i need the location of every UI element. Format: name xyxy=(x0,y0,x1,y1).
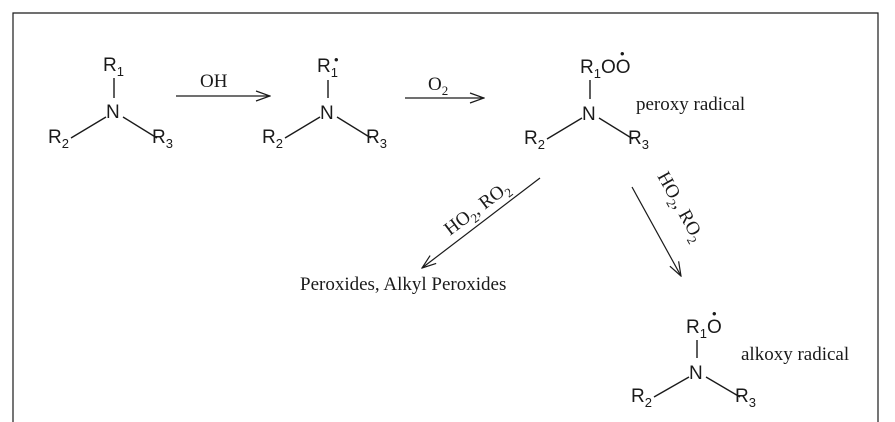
alkoxy-r3: R3 xyxy=(735,386,756,410)
peroxy-molecule: R1OO • N R2 R3 peroxy radical xyxy=(524,46,745,152)
alkoxy-bond-r3 xyxy=(705,376,741,398)
amine-n: N xyxy=(106,102,120,123)
reagent-oh: OH xyxy=(200,71,228,92)
alkoxy-dot: • xyxy=(712,306,717,321)
radical-r2: R2 xyxy=(262,127,283,151)
radical-r1: R1 xyxy=(317,56,338,80)
arrow-right-branch xyxy=(631,186,681,276)
alkoxy-bond-r2 xyxy=(653,376,690,398)
radical-n: N xyxy=(320,103,334,124)
radical-dot: • xyxy=(334,52,339,67)
radical-bond-r3 xyxy=(336,116,372,139)
reagent-o2: O2 xyxy=(428,74,448,98)
peroxy-r2: R2 xyxy=(524,128,545,152)
alkoxy-molecule: R1O • N R2 R3 alkoxy radical xyxy=(631,306,849,410)
product-peroxides: Peroxides, Alkyl Peroxides xyxy=(300,274,506,295)
peroxy-dot: • xyxy=(620,46,625,61)
peroxy-bond-r3 xyxy=(598,117,634,140)
peroxy-r1: R1OO xyxy=(580,57,631,81)
peroxy-label: peroxy radical xyxy=(636,94,745,115)
radical-r3: R3 xyxy=(366,127,387,151)
alkoxy-label: alkoxy radical xyxy=(741,344,849,365)
peroxy-r3: R3 xyxy=(628,128,649,152)
peroxy-bond-r2 xyxy=(546,117,583,140)
arrow-left-branch xyxy=(422,177,541,268)
reagent-left-branch: HO2, RO2 xyxy=(440,177,515,242)
amine-bond-r3 xyxy=(122,116,158,139)
amine-radical-molecule: R1 • N R2 R3 xyxy=(262,52,387,151)
peroxy-n: N xyxy=(582,104,596,125)
scheme-frame xyxy=(12,12,879,422)
alkoxy-r1: R1O xyxy=(686,317,722,341)
amine-molecule: R1 N R2 R3 xyxy=(48,55,173,151)
radical-bond-r2 xyxy=(284,116,321,139)
amine-r2: R2 xyxy=(48,127,69,151)
alkoxy-r2: R2 xyxy=(631,386,652,410)
amine-r1: R1 xyxy=(103,55,124,79)
amine-r3: R3 xyxy=(152,127,173,151)
amine-bond-r2 xyxy=(70,116,107,139)
alkoxy-n: N xyxy=(689,363,703,384)
